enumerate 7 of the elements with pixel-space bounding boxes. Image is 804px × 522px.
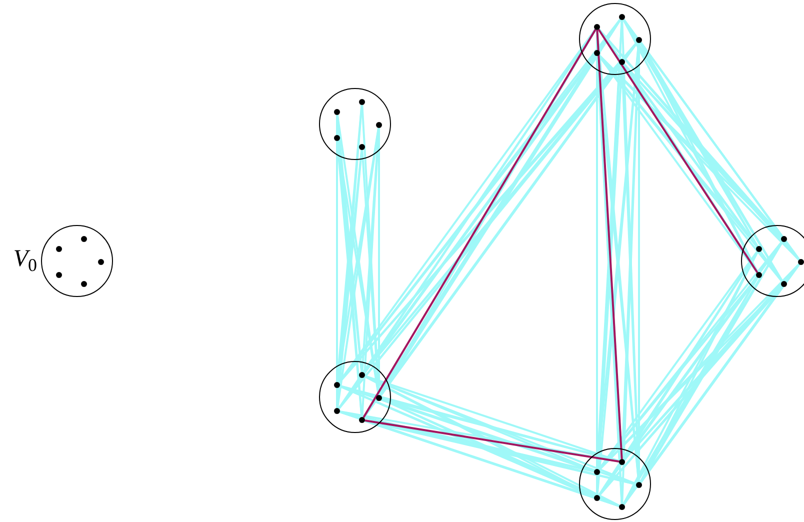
edge-line — [340, 410, 620, 462]
edge-line — [364, 420, 620, 507]
edge-line — [640, 42, 800, 260]
vertex-set-label: V$_{0}$ — [13, 247, 37, 271]
edge-line — [364, 375, 620, 507]
edge-line — [364, 375, 620, 462]
highlighted-edge — [364, 420, 620, 462]
